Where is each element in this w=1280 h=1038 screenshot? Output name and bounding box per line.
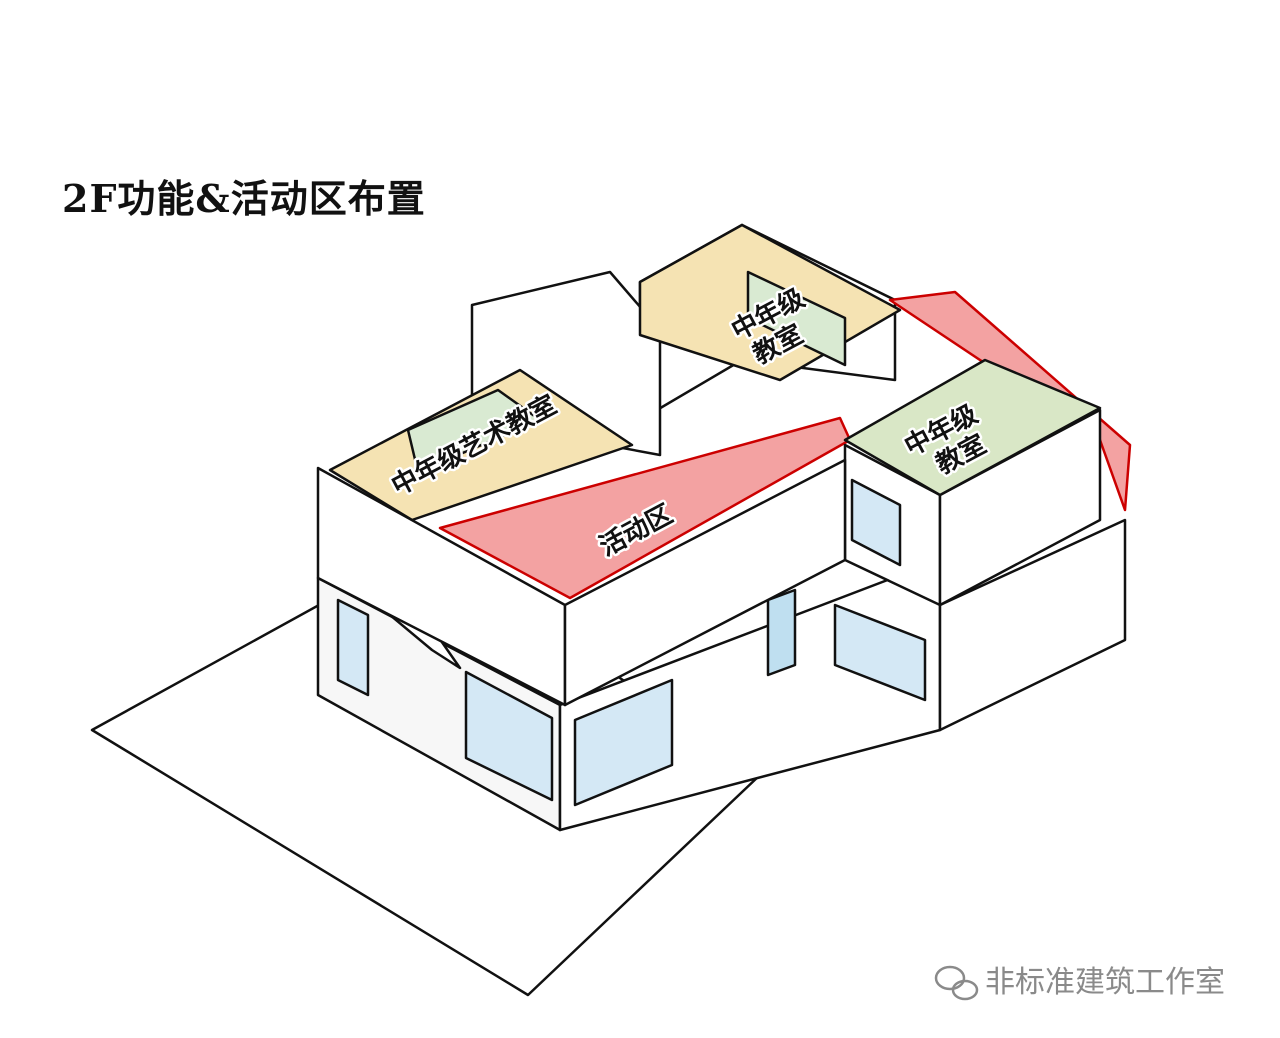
window — [336, 598, 370, 697]
window — [464, 670, 554, 802]
page-title: 2F功能&活动区布置 — [62, 176, 426, 221]
window — [850, 478, 902, 567]
east-classroom-floor — [843, 358, 1102, 497]
window — [746, 270, 847, 367]
window — [406, 388, 542, 474]
wechat-icon — [934, 965, 979, 1001]
ground-floor-east-wall — [938, 518, 1127, 732]
window — [573, 678, 674, 807]
upper-south-wall — [563, 458, 847, 707]
window — [766, 588, 797, 677]
watermark-text: 非标准建筑工作室 — [985, 965, 1225, 1000]
window — [833, 603, 927, 702]
